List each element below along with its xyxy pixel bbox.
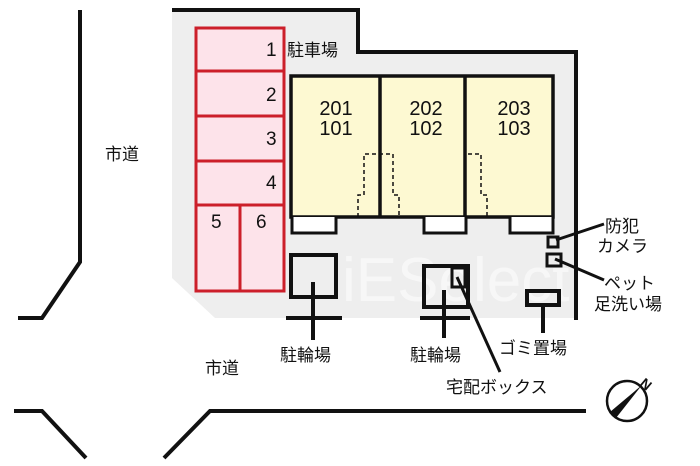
compass-icon: N bbox=[605, 375, 655, 423]
unit-203: 203 bbox=[497, 98, 530, 120]
stairs-outline bbox=[357, 153, 488, 217]
parking-space-5: 5 bbox=[211, 212, 222, 233]
garbage-area-label: ゴミ置場 bbox=[499, 338, 567, 359]
road-label-bottom: 市道 bbox=[205, 359, 239, 379]
unit-202: 202 bbox=[409, 98, 442, 120]
delivery-box-label: 宅配ボックス bbox=[446, 378, 548, 398]
parking-space-3: 3 bbox=[266, 129, 277, 150]
road-label-left: 市道 bbox=[105, 145, 139, 165]
security-camera-label: 防犯 bbox=[605, 217, 639, 237]
pet-wash-label: ペット bbox=[604, 274, 655, 294]
security-camera-label: カメラ bbox=[597, 237, 648, 257]
unit-102: 102 bbox=[409, 118, 442, 140]
building bbox=[289, 74, 555, 219]
pet-wash-label: 足洗い場 bbox=[594, 295, 662, 315]
parking-lot bbox=[194, 26, 286, 293]
road-edges bbox=[14, 10, 586, 460]
parking-space-6: 6 bbox=[256, 212, 267, 233]
bicycle-parking-label: 駐輪場 bbox=[280, 346, 331, 366]
unit-103: 103 bbox=[497, 118, 530, 140]
unit-201: 201 bbox=[319, 98, 352, 120]
lot-boundary bbox=[172, 8, 578, 320]
parking-space-1: 1 bbox=[266, 40, 277, 61]
parking-space-2: 2 bbox=[266, 85, 277, 106]
bicycle-parking-label: 駐輪場 bbox=[410, 346, 461, 366]
parking-label: 駐車場 bbox=[287, 41, 338, 61]
unit-101: 101 bbox=[319, 118, 352, 140]
facilities bbox=[289, 222, 605, 373]
building-entrances bbox=[290, 217, 555, 235]
parking-space-4: 4 bbox=[266, 173, 277, 194]
